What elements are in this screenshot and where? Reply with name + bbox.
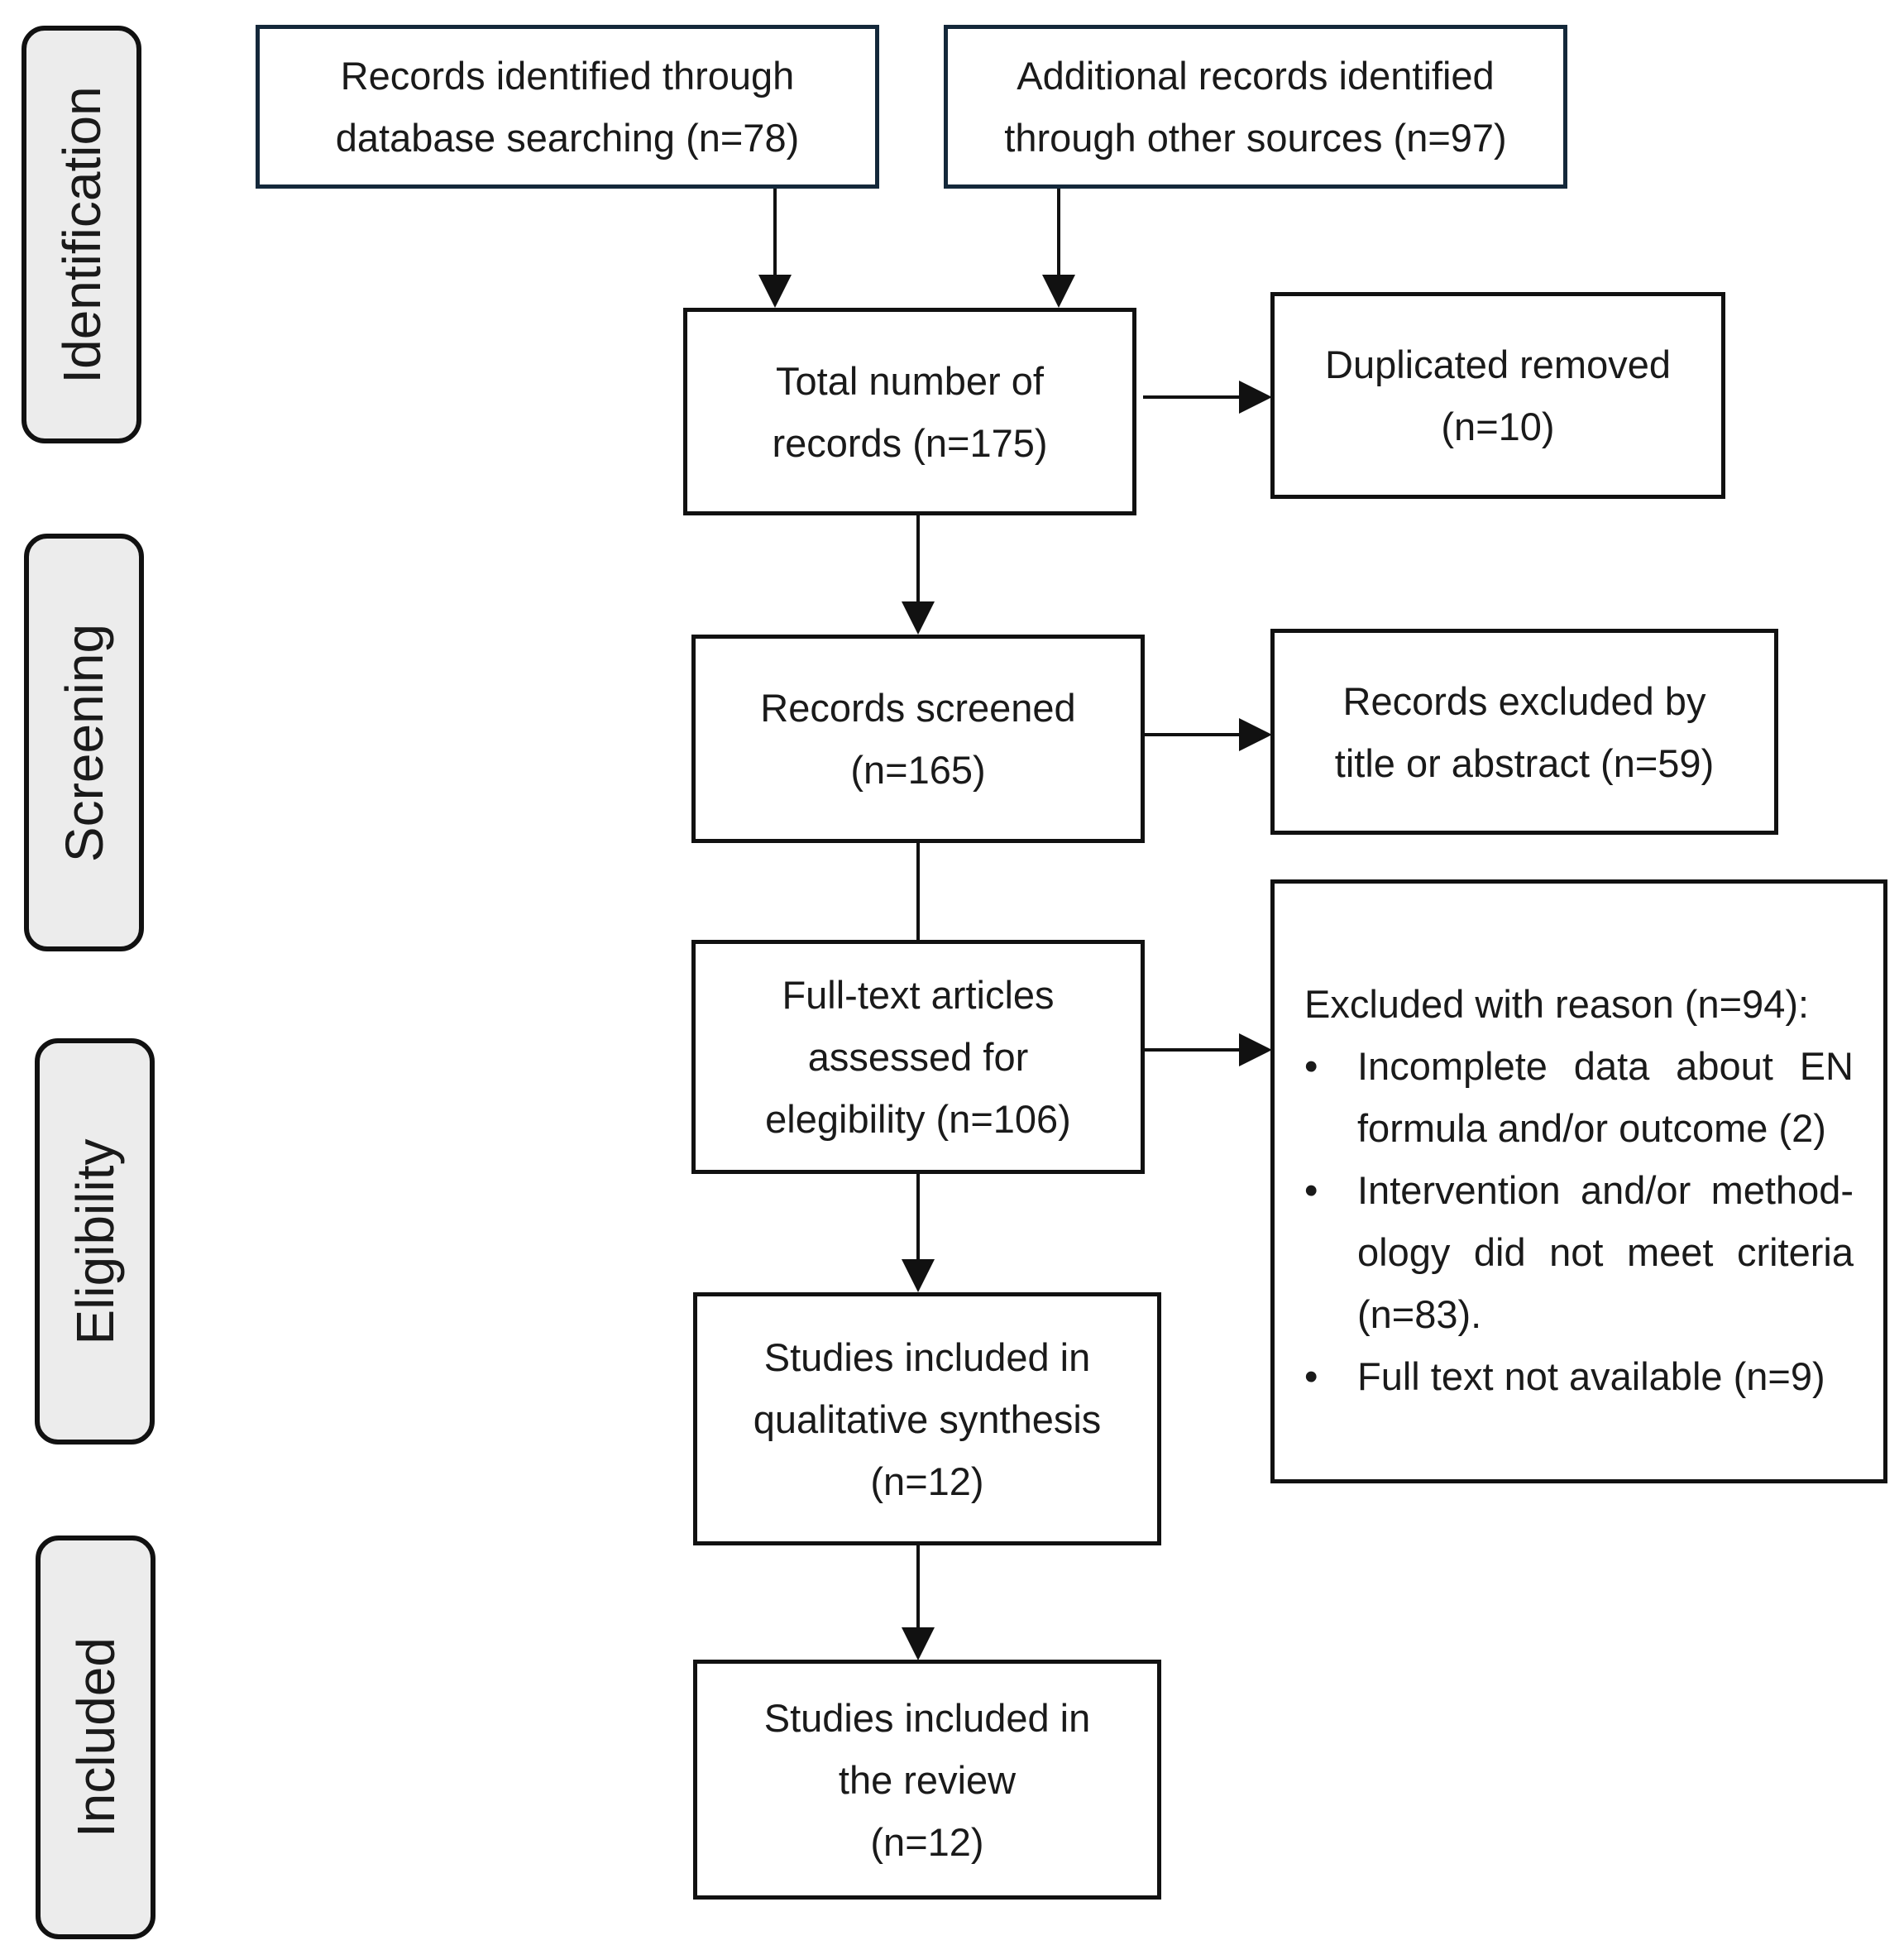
box-text-line: Duplicated removed [1325,343,1671,386]
exclusion-reason-line: Full text not available (n=9) [1357,1354,1825,1398]
phase-included: Included [36,1536,155,1939]
box-text-line: elegibility (n=106) [765,1097,1071,1141]
box-text-line: qualitative synthesis [753,1397,1102,1441]
box-text-line: (n=10) [1441,405,1555,448]
box-text-line: through other sources (n=97) [1004,116,1507,160]
other-sources-box: Additional records identified through ot… [944,25,1567,189]
exclusion-reasons-list: Incomplete data about EN formula and/or … [1304,1035,1854,1407]
exclusion-reason-line: formula and/or outcome (2) [1357,1106,1826,1150]
phase-identification: Identification [22,26,141,443]
exclusions-box: Excluded with reason (n=94): Incomplete … [1270,879,1887,1483]
phase-screening: Screening [24,534,144,951]
phase-identification-label: Identification [51,85,112,384]
box-text-line: Studies included in [763,1334,1091,1379]
box-text-line: assessed for [807,1035,1029,1079]
qualitative-synthesis-box: Studies included in qualitative synthesi… [693,1292,1161,1545]
database-search-box: Records identified through database sear… [256,25,879,189]
box-text-line: Total number of [776,358,1044,403]
box-text-line: database searching (n=78) [335,116,800,160]
box-text-line: Records excluded by [1342,678,1706,723]
exclusion-reason-item: Intervention and/or method- ology did no… [1304,1159,1854,1345]
phase-eligibility-label: Eligibility [65,1138,125,1344]
duplicates-removed-box: Duplicated removed (n=10) [1270,292,1725,499]
records-screened-box: Records screened (n=165) [691,635,1145,843]
exclusion-reason-line: Incomplete data about EN [1357,1044,1854,1088]
exclusions-heading: Excluded with reason (n=94): [1304,982,1810,1026]
exclusion-reason-line: ology did not meet criteria [1357,1230,1854,1274]
box-text-line: Studies included in [763,1695,1091,1740]
exclusion-reason-line: Intervention and/or method- [1357,1168,1854,1212]
box-text-line: (n=12) [870,1819,984,1864]
box-text-line: Full-text articles [782,973,1055,1017]
box-text-line: the review [838,1757,1017,1802]
included-review-box: Studies included in the review (n=12) [693,1660,1161,1900]
box-text-line: title or abstract (n=59) [1334,740,1715,785]
records-excluded-box: Records excluded by title or abstract (n… [1270,629,1778,835]
box-text-line: records (n=175) [772,420,1048,465]
box-text-line: (n=165) [850,748,986,792]
exclusion-reason-item: Incomplete data about EN formula and/or … [1304,1035,1854,1159]
phase-screening-label: Screening [54,623,114,862]
exclusion-reason-item: Full text not available (n=9) [1304,1345,1854,1407]
box-text-line: Additional records identified [1017,54,1495,98]
phase-included-label: Included [65,1637,126,1837]
box-text-line: (n=12) [870,1459,984,1503]
box-text-line: Records identified through [340,54,795,98]
total-records-box: Total number of records (n=175) [683,308,1136,515]
full-text-assessed-box: Full-text articles assessed for elegibil… [691,940,1145,1174]
phase-eligibility: Eligibility [35,1038,155,1445]
box-text-line: Records screened [760,686,1076,730]
exclusion-reason-line: (n=83). [1357,1292,1482,1336]
